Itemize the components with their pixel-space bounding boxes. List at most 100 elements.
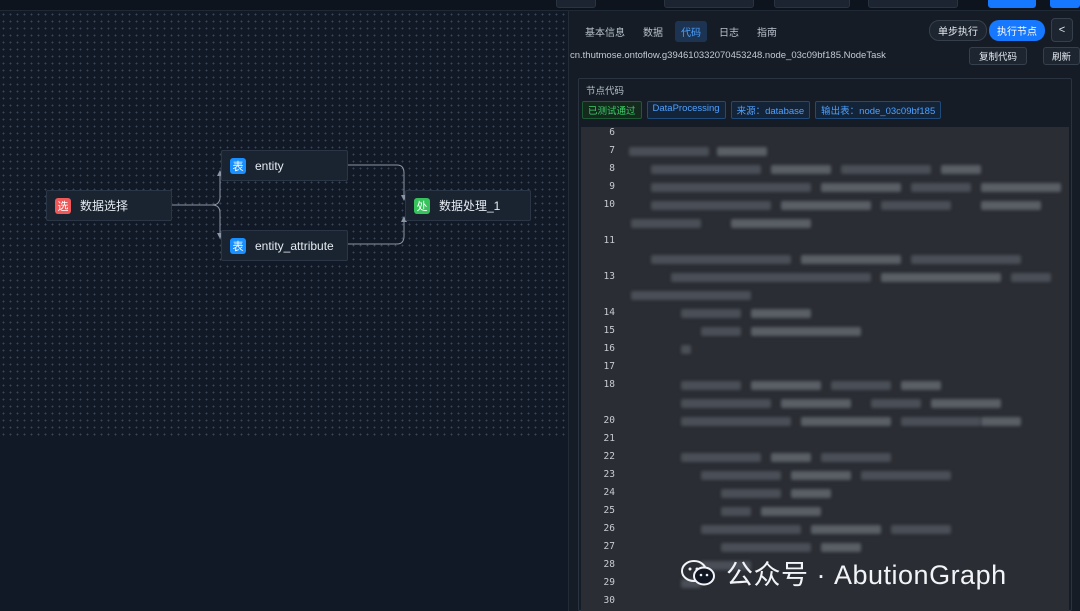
tab-basic-info[interactable]: 基本信息 — [585, 28, 625, 39]
tab-code[interactable]: 代码 — [675, 21, 707, 42]
line-number: 22 — [603, 451, 615, 462]
node-data-select[interactable]: 选 数据选择 — [46, 190, 172, 221]
execute-node-button[interactable]: 执行节点 — [989, 20, 1045, 41]
redacted-code — [681, 345, 691, 354]
redacted-code — [821, 543, 861, 552]
toolbar-primary-chip[interactable] — [988, 0, 1036, 8]
redacted-code — [911, 255, 1021, 264]
line-number: 6 — [609, 127, 615, 138]
node-detail-panel: 基本信息 数据 代码 日志 指南 单步执行 执行节点 < cn.thutmose… — [568, 11, 1080, 611]
redacted-code — [651, 201, 771, 210]
redacted-code — [751, 327, 861, 336]
redacted-code — [791, 471, 851, 480]
code-line: 25 — [581, 502, 1069, 520]
line-number: 11 — [603, 235, 615, 246]
tab-guide[interactable]: 指南 — [757, 28, 777, 39]
code-line: 6 — [581, 127, 1069, 142]
redacted-code — [631, 291, 751, 300]
code-line: 17 — [581, 358, 1069, 376]
node-label: entity_attribute — [255, 238, 334, 253]
collapse-panel-button[interactable]: < — [1051, 18, 1073, 42]
line-number: 24 — [603, 487, 615, 498]
line-number: 15 — [603, 325, 615, 336]
redacted-code — [681, 399, 771, 408]
edge-entity-attribute-process — [348, 216, 407, 245]
toolbar-primary-chip[interactable] — [1050, 0, 1080, 8]
watermark: 公众号 · AbutionGraph — [680, 553, 1007, 592]
redacted-code — [681, 381, 741, 390]
code-line: 28 — [581, 556, 1069, 574]
redacted-code — [731, 219, 811, 228]
code-line: 23 — [581, 466, 1069, 484]
redacted-code — [701, 471, 781, 480]
redacted-code — [791, 489, 831, 498]
code-line: 8 — [581, 160, 1069, 178]
redacted-code — [981, 201, 1041, 210]
tab-log[interactable]: 日志 — [719, 28, 739, 39]
code-line: 10 — [581, 196, 1069, 214]
redacted-code — [651, 165, 761, 174]
step-execute-button[interactable]: 单步执行 — [929, 20, 987, 41]
panel-tabs: 基本信息 数据 代码 日志 指南 — [579, 21, 783, 42]
redacted-code — [751, 309, 811, 318]
code-line: 9 — [581, 178, 1069, 196]
node-entity[interactable]: 表 entity — [221, 150, 348, 181]
copy-code-button[interactable]: 复制代码 — [969, 47, 1028, 65]
line-number: 21 — [603, 433, 615, 444]
redacted-code — [721, 507, 751, 516]
code-line: 18 — [581, 376, 1069, 394]
redacted-code — [911, 183, 971, 192]
node-type-badge: 处 — [414, 197, 430, 214]
flow-canvas[interactable]: 选 数据选择 表 entity 表 entity_attribute 处 数据处… — [0, 11, 568, 611]
line-number: 27 — [603, 541, 615, 552]
redacted-code — [751, 381, 821, 390]
redacted-code — [821, 453, 891, 462]
redacted-code — [821, 183, 901, 192]
code-line: 15 — [581, 322, 1069, 340]
redacted-code — [871, 399, 921, 408]
node-label: 数据处理_1 — [439, 199, 501, 213]
node-label: entity — [255, 158, 284, 173]
refresh-button[interactable]: 刷新 — [1043, 47, 1080, 65]
line-number: 16 — [603, 343, 615, 354]
toolbar-chip[interactable] — [868, 0, 958, 8]
redacted-code — [981, 417, 1021, 426]
toolbar-chip[interactable] — [556, 0, 596, 8]
redacted-code — [629, 147, 709, 156]
code-line — [581, 250, 1069, 268]
code-line: 11 — [581, 232, 1069, 250]
top-toolbar — [0, 0, 1080, 11]
type-badge: DataProcessing — [646, 101, 726, 119]
redacted-code — [811, 525, 881, 534]
edge-select-entity-attribute — [172, 204, 223, 239]
redacted-code — [931, 399, 1001, 408]
line-number: 13 — [603, 271, 615, 282]
node-type-badge: 表 — [230, 157, 246, 174]
redacted-code — [801, 417, 891, 426]
redacted-code — [891, 525, 951, 534]
line-number: 8 — [609, 163, 615, 174]
tab-data[interactable]: 数据 — [643, 28, 663, 39]
redacted-code — [861, 471, 951, 480]
redacted-code — [681, 453, 761, 462]
line-number: 29 — [603, 577, 615, 588]
node-label: 数据选择 — [80, 199, 129, 213]
node-entity-attribute[interactable]: 表 entity_attribute — [221, 230, 348, 261]
code-line — [581, 394, 1069, 412]
redacted-code — [981, 183, 1061, 192]
code-line: 20 — [581, 412, 1069, 430]
redacted-code — [901, 417, 981, 426]
toolbar-chip[interactable] — [774, 0, 850, 8]
redacted-code — [701, 525, 801, 534]
line-number: 20 — [603, 415, 615, 426]
edge-entity-process — [348, 164, 407, 201]
toolbar-chip[interactable] — [664, 0, 754, 8]
code-line: 13 — [581, 268, 1069, 286]
line-number: 17 — [603, 361, 615, 372]
redacted-code — [681, 579, 701, 588]
card-title: 节点代码 — [586, 86, 625, 97]
node-data-process[interactable]: 处 数据处理_1 — [405, 190, 531, 221]
redacted-code — [881, 201, 951, 210]
line-number: 18 — [603, 379, 615, 390]
